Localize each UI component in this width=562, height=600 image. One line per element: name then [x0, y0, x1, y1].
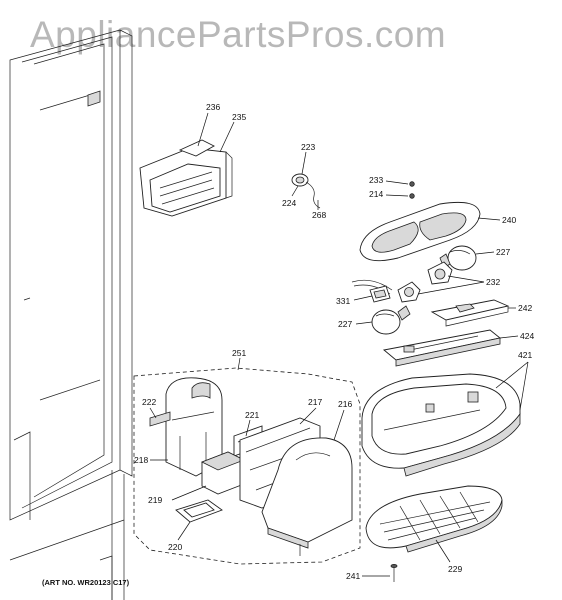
- callout-236: 236: [206, 102, 220, 112]
- callout-268: 268: [312, 210, 326, 220]
- callout-241: 241: [346, 571, 360, 581]
- callout-219: 219: [148, 495, 162, 505]
- callout-222: 222: [142, 397, 156, 407]
- callout-251: 251: [232, 348, 246, 358]
- callout-233: 233: [369, 175, 383, 185]
- callout-235: 235: [232, 112, 246, 122]
- callout-229: 229: [448, 564, 462, 574]
- callout-232: 232: [486, 277, 500, 287]
- part-227-bulb-upper[interactable]: [439, 245, 477, 271]
- callout-227-lower: 227: [338, 319, 352, 329]
- part-240-lens-cover[interactable]: [359, 201, 481, 262]
- callout-242: 242: [518, 303, 532, 313]
- group-251-boundary: [133, 367, 361, 565]
- callout-223: 223: [301, 142, 315, 152]
- callout-421: 421: [518, 350, 532, 360]
- part-424-board[interactable]: [382, 329, 502, 367]
- callout-221: 221: [245, 410, 259, 420]
- cabinet-liner: [9, 29, 133, 600]
- part-227-bulb-lower[interactable]: [371, 305, 411, 335]
- part-223-clip[interactable]: [291, 173, 321, 209]
- callout-214: 214: [369, 189, 383, 199]
- watermark-text: AppliancePartsPros.com: [30, 14, 446, 55]
- callout-224: 224: [282, 198, 296, 208]
- callout-331: 331: [336, 296, 350, 306]
- callout-220: 220: [168, 542, 182, 552]
- part-233-214-screws[interactable]: [409, 181, 415, 199]
- part-235-236-cover[interactable]: [139, 139, 233, 217]
- part-331-harness[interactable]: [351, 279, 393, 303]
- part-220-gasket[interactable]: [175, 499, 223, 523]
- callout-217: 217: [308, 397, 322, 407]
- art-number: (ART NO. WR20123 C17): [42, 578, 130, 587]
- part-421-housing[interactable]: [361, 373, 521, 477]
- part-229-grille[interactable]: [365, 485, 503, 553]
- callout-216: 216: [338, 399, 352, 409]
- part-218-duct[interactable]: [165, 377, 223, 477]
- part-241-screw[interactable]: [390, 564, 398, 582]
- part-219-damper[interactable]: [201, 451, 245, 495]
- part-232-sockets[interactable]: [397, 261, 453, 303]
- part-242-bracket[interactable]: [430, 299, 510, 327]
- callout-424: 424: [520, 331, 534, 341]
- part-222-tube[interactable]: [149, 411, 171, 427]
- callout-240: 240: [502, 215, 516, 225]
- callout-218: 218: [134, 455, 148, 465]
- callout-227-upper: 227: [496, 247, 510, 257]
- part-216-fan-cover[interactable]: [261, 437, 353, 556]
